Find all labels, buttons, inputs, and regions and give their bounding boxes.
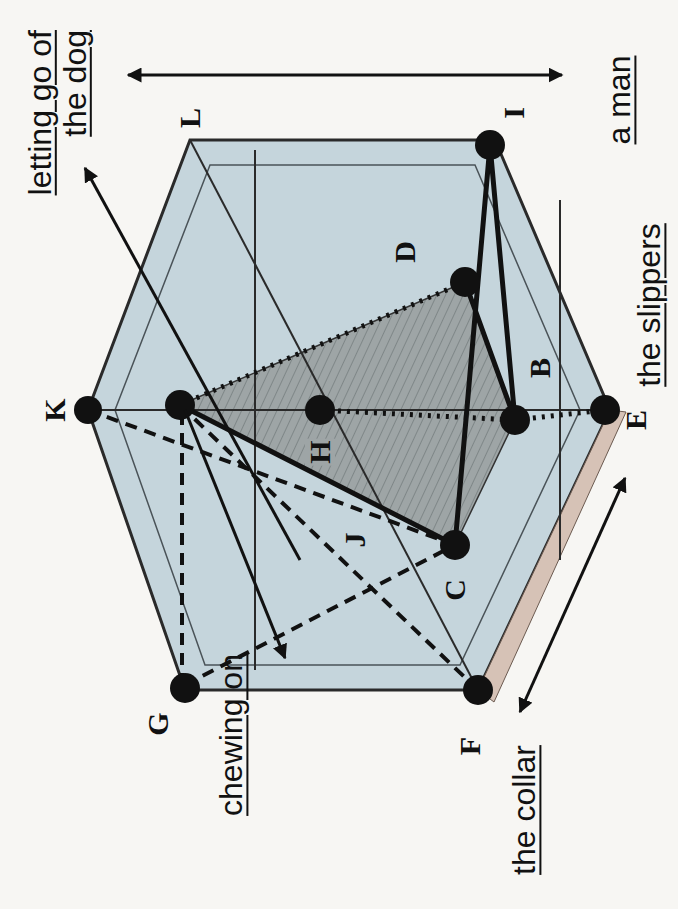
- vertex-dots: [74, 130, 620, 705]
- vertex-letter: B: [525, 356, 555, 380]
- pointer-arrows: [85, 75, 625, 712]
- dashed-lines: [88, 405, 478, 690]
- vertex-letter: D: [390, 239, 420, 265]
- vertex-letter: E: [621, 408, 651, 432]
- annotation-phrase: chewing on: [214, 654, 249, 816]
- annotation-phrase: the collar: [507, 745, 542, 875]
- thin-lines: [88, 140, 610, 690]
- annotation-phrase: letting go of the dog: [23, 30, 93, 220]
- vertex-letter: H: [305, 438, 335, 465]
- vertex-letter: F: [455, 735, 485, 757]
- vertex-letter: C: [440, 577, 470, 603]
- vertex-letter: G: [143, 710, 173, 737]
- inner-frame: [115, 165, 580, 665]
- vertex-letter: I: [499, 105, 529, 121]
- annotation-phrase: a man: [602, 56, 637, 145]
- dotted-lines: [180, 282, 605, 420]
- vertex-letter: K: [40, 396, 70, 423]
- vertex-letter: L: [175, 106, 205, 130]
- hexagon-shade: [478, 410, 626, 702]
- vertex-letter: J: [340, 531, 370, 550]
- thick-lines: [180, 145, 515, 545]
- annotation-phrase: the slippers: [632, 223, 667, 387]
